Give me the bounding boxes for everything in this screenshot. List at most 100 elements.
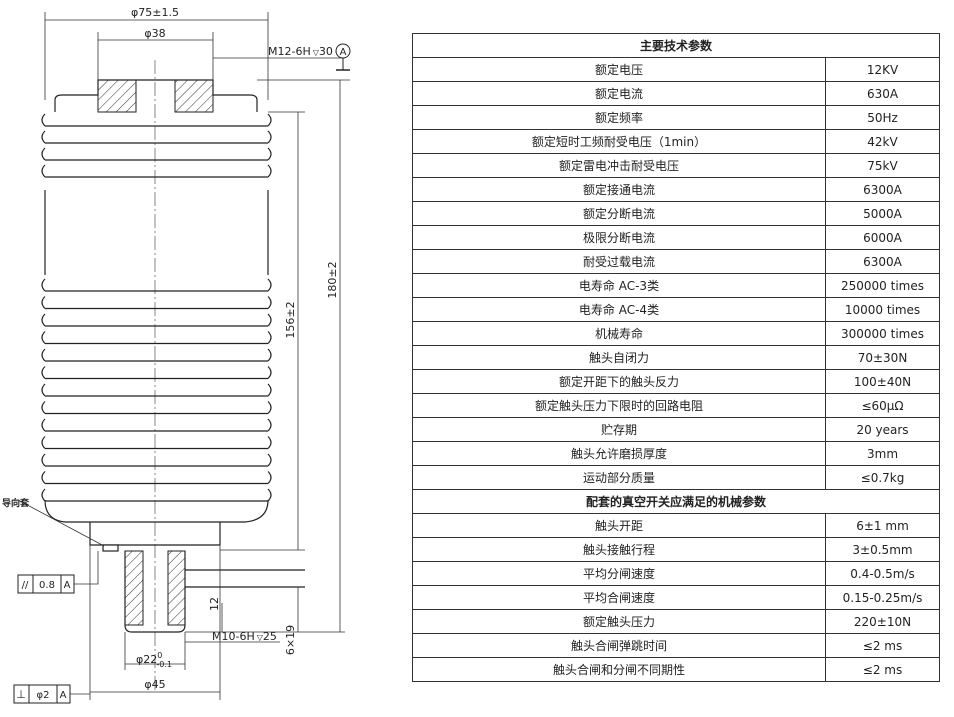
bellows-rib bbox=[41, 296, 272, 310]
table-header: 主要技术参数 bbox=[411, 33, 941, 58]
param-name: 触头开距 bbox=[412, 513, 826, 538]
dim-top-diameter: φ75±1.5 bbox=[131, 6, 179, 19]
param-value: 6±1 mm bbox=[824, 513, 941, 538]
table-header-cell: 主要技术参数 bbox=[411, 33, 941, 58]
param-value: 50Hz bbox=[824, 105, 941, 130]
param-value: 12KV bbox=[824, 57, 941, 82]
param-value: 3mm bbox=[824, 441, 941, 466]
table-row: 触头合闸和分闸不同期性≤2 ms bbox=[412, 657, 941, 682]
param-name: 触头允许磨损厚度 bbox=[412, 441, 826, 466]
table-row: 触头合闸弹跳时间≤2 ms bbox=[412, 633, 941, 658]
param-name: 额定电压 bbox=[412, 57, 826, 82]
dim-body-height: 156±2 bbox=[284, 301, 297, 338]
param-value: 0.15-0.25m/s bbox=[824, 585, 941, 610]
bellows-rib bbox=[41, 366, 272, 380]
section-hatching bbox=[97, 79, 214, 626]
bellows-rib bbox=[41, 383, 272, 397]
dim-base-diameter: φ45 bbox=[144, 678, 165, 691]
bellows-rib bbox=[41, 436, 272, 450]
param-value: 3±0.5mm bbox=[824, 537, 941, 562]
mech-header-cell: 配套的真空开关应满足的机械参数 bbox=[411, 489, 941, 514]
fcf-perpendicular-datum: A bbox=[60, 690, 67, 701]
param-name: 极限分断电流 bbox=[412, 225, 826, 250]
bellows-rib bbox=[41, 313, 272, 327]
param-name: 额定分断电流 bbox=[412, 201, 826, 226]
param-value: 0.4-0.5m/s bbox=[824, 561, 941, 586]
bellows-rib bbox=[41, 113, 272, 127]
fcf-parallel-symbol: // bbox=[22, 580, 29, 591]
table-row: 额定触头压力下限时的回路电阻≤60μΩ bbox=[412, 393, 941, 418]
thread-bottom: M10-6H▽25 bbox=[212, 630, 277, 643]
dimension-lines bbox=[17, 12, 350, 700]
fcf-parallel-value: 0.8 bbox=[39, 580, 55, 591]
table-row: 额定短时工频耐受电压（1min）42kV bbox=[412, 129, 941, 154]
param-value: 250000 times bbox=[824, 273, 941, 298]
fcf-perpendicular: ⊥ φ2 A bbox=[13, 684, 71, 704]
param-value: 5000A bbox=[824, 201, 941, 226]
param-name: 触头合闸和分闸不同期性 bbox=[412, 657, 826, 682]
dim-stem-diameter: φ220-0.1 bbox=[136, 651, 172, 669]
bellows-rib bbox=[41, 401, 272, 415]
param-name: 额定频率 bbox=[412, 105, 826, 130]
param-name: 贮存期 bbox=[412, 417, 826, 442]
param-name: 额定触头压力 bbox=[412, 609, 826, 634]
bellows-rib bbox=[41, 418, 272, 432]
bellows-rib bbox=[41, 147, 272, 161]
param-name: 运动部分质量 bbox=[412, 465, 826, 490]
param-value: ≤2 ms bbox=[824, 657, 941, 682]
fcf-perpendicular-symbol: ⊥ bbox=[16, 688, 26, 701]
param-name: 触头合闸弹跳时间 bbox=[412, 633, 826, 658]
param-value: ≤0.7kg bbox=[824, 465, 941, 490]
guide-sleeve-label: 导向套 bbox=[2, 497, 30, 509]
param-name: 电寿命 AC-4类 bbox=[412, 297, 826, 322]
param-name: 额定接通电流 bbox=[412, 177, 826, 202]
param-value: 220±10N bbox=[824, 609, 941, 634]
bellows-rib bbox=[41, 331, 272, 345]
param-value: ≤2 ms bbox=[824, 633, 941, 658]
interrupter-drawing: A φ75±1.5 φ38 M12-6H▽30 180±2 156±2 12 6… bbox=[2, 6, 351, 704]
bellows-rib bbox=[41, 453, 272, 467]
param-name: 额定电流 bbox=[412, 81, 826, 106]
interrupter-body bbox=[41, 79, 305, 633]
param-name: 耐受过载电流 bbox=[412, 249, 826, 274]
param-value: ≤60μΩ bbox=[824, 393, 941, 418]
fcf-perpendicular-value: φ2 bbox=[37, 690, 50, 701]
bellows-rib bbox=[41, 488, 272, 502]
param-value: 70±30N bbox=[824, 345, 941, 370]
param-value: 42kV bbox=[824, 129, 941, 154]
datum-a: A bbox=[335, 43, 351, 71]
param-name: 额定触头压力下限时的回路电阻 bbox=[412, 393, 826, 418]
dim-travel: 6×19 bbox=[284, 625, 297, 655]
bellows-rib bbox=[41, 278, 272, 292]
param-value: 6000A bbox=[824, 225, 941, 250]
param-value: 10000 times bbox=[824, 297, 941, 322]
param-value: 100±40N bbox=[824, 369, 941, 394]
param-name: 额定开距下的触头反力 bbox=[412, 369, 826, 394]
fcf-parallel-datum: A bbox=[64, 580, 71, 591]
thread-top: M12-6H▽30 bbox=[268, 45, 333, 58]
param-name: 触头自闭力 bbox=[412, 345, 826, 370]
fcf-parallel: // 0.8 A bbox=[17, 574, 75, 594]
param-name: 平均分闸速度 bbox=[412, 561, 826, 586]
param-value: 6300A bbox=[824, 177, 941, 202]
bellows-rib bbox=[41, 348, 272, 362]
param-name: 电寿命 AC-3类 bbox=[412, 273, 826, 298]
param-name: 触头接触行程 bbox=[412, 537, 826, 562]
param-name: 平均合闸速度 bbox=[412, 585, 826, 610]
